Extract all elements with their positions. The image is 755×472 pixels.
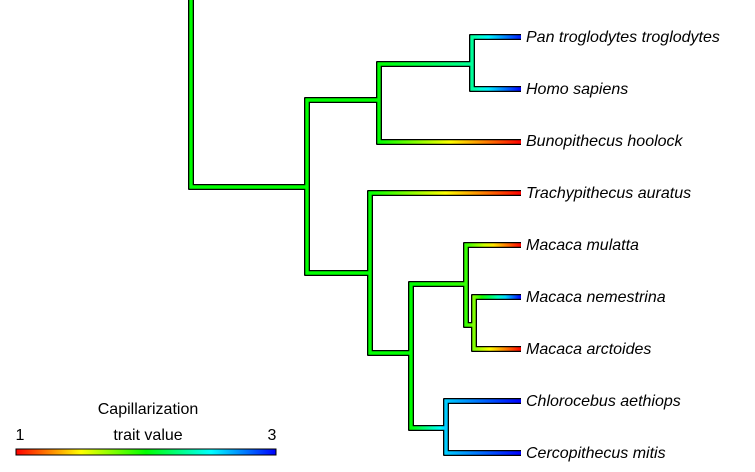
tip-label-trachypithecus: Trachypithecus auratus <box>526 185 691 202</box>
color-legend: Capillarization 1 trait value 3 <box>15 401 277 456</box>
legend-gradient-bar <box>15 448 277 456</box>
tip-labels: Pan troglodytes troglodytes Homo sapiens… <box>526 29 720 462</box>
tree-branches <box>188 0 521 456</box>
legend-subtitle: trait value <box>113 427 182 444</box>
legend-title: Capillarization <box>98 401 199 418</box>
tip-label-cercopithecus: Cercopithecus mitis <box>526 445 666 462</box>
legend-max-label: 3 <box>268 427 277 444</box>
tip-label-nemestrina: Macaca nemestrina <box>526 289 666 306</box>
tip-label-pan: Pan troglodytes troglodytes <box>526 29 720 46</box>
tip-label-chlorocebus: Chlorocebus aethiops <box>526 393 681 410</box>
tip-label-bunopithecus: Bunopithecus hoolock <box>526 133 684 150</box>
tip-label-mulatta: Macaca mulatta <box>526 237 639 254</box>
tip-label-homo: Homo sapiens <box>526 81 628 98</box>
legend-min-label: 1 <box>16 427 25 444</box>
tip-label-arctoides: Macaca arctoides <box>526 341 651 358</box>
